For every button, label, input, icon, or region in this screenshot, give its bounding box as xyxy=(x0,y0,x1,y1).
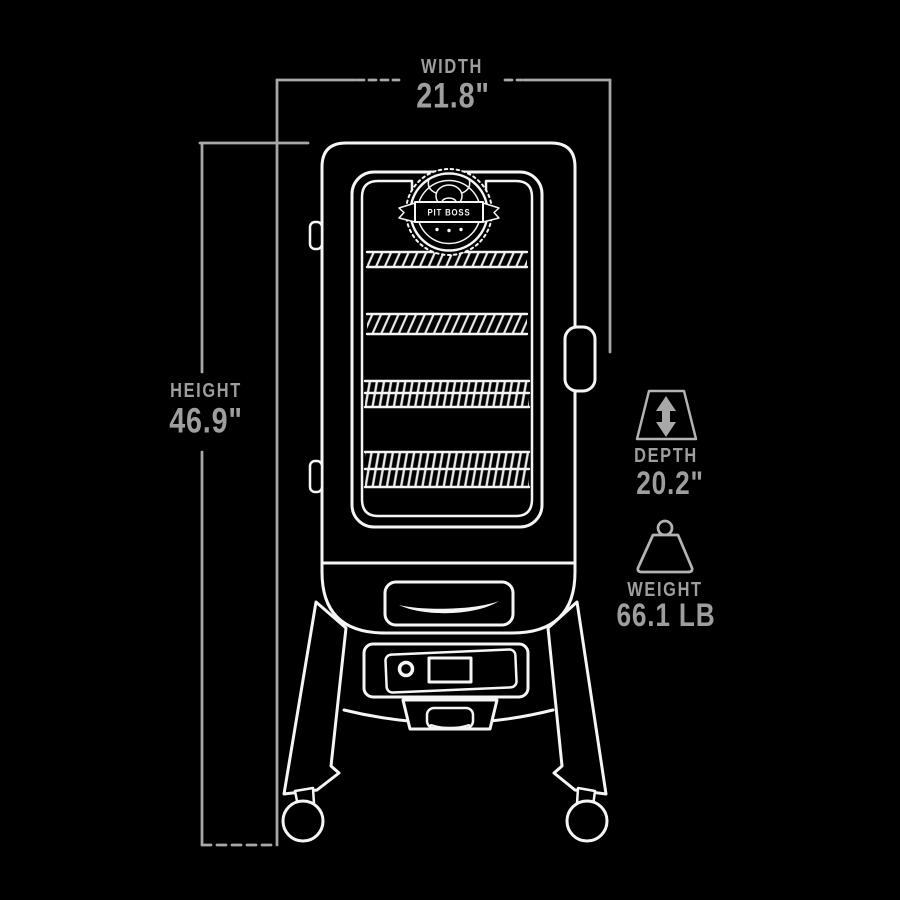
rack-2 xyxy=(365,312,529,336)
width-label: WIDTH xyxy=(421,56,483,78)
height-label: HEIGHT xyxy=(170,380,242,402)
badge-banner xyxy=(414,201,484,223)
cooking-racks xyxy=(363,250,531,489)
control-knob xyxy=(397,660,415,678)
smoker-illustration xyxy=(281,141,609,843)
right-wheel xyxy=(565,799,609,843)
height-dimension-line xyxy=(198,141,310,847)
control-display xyxy=(427,656,473,684)
badge-brand-text: PIT BOSS xyxy=(427,207,471,218)
grease-tray-handle xyxy=(399,601,499,614)
grease-tray xyxy=(383,580,515,627)
rack-4 xyxy=(363,450,531,489)
depth-value: 20.2" xyxy=(636,465,704,501)
left-wheel xyxy=(281,799,325,843)
door-handle xyxy=(563,325,597,393)
weight-label: WEIGHT xyxy=(627,579,703,601)
left-leg xyxy=(281,600,348,843)
width-dimension-line xyxy=(275,78,612,847)
width-value: 21.8" xyxy=(416,76,490,116)
pit-boss-badge xyxy=(398,168,500,256)
control-panel xyxy=(362,642,530,699)
depth-label: DEPTH xyxy=(634,445,698,467)
door-hinge-bottom xyxy=(308,459,324,494)
depth-icon xyxy=(635,389,698,441)
rack-3 xyxy=(363,379,531,409)
height-value: 46.9" xyxy=(169,401,243,441)
weight-value: 66.1 LB xyxy=(616,597,716,633)
weight-icon xyxy=(636,519,694,574)
depth-arrow xyxy=(656,396,676,437)
right-leg xyxy=(546,600,609,843)
door-hinge-top xyxy=(308,220,324,251)
pellet-drawer xyxy=(401,698,499,731)
